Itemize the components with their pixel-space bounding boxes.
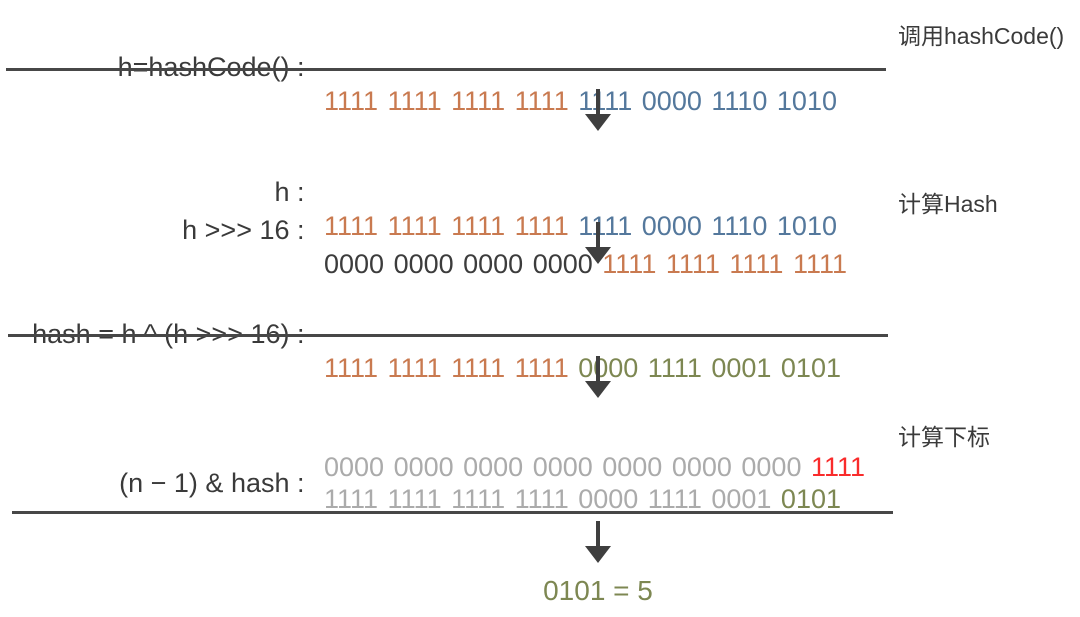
index-expression-label: (n − 1) & hash : [119,468,312,498]
hash-binary-row: 1111 1111 1111 1111 0000 1111 0001 0101 [0,448,1080,514]
down-arrow-icon [585,222,611,264]
xor-binary-value: 1111 1111 1111 1111 0000 1111 0001 0101 [324,353,841,383]
hashcode-row: h=hashCode() : 1111 1111 1111 1111 1111 … [0,16,1080,116]
arrow-head [585,114,611,131]
arrow-head [585,381,611,398]
h-row: h : 1111 1111 1111 1111 1111 0000 1110 1… [0,141,1080,241]
h-shift-expression-label: h >>> 16 : [182,215,312,245]
arrow-stem [596,222,600,247]
divider-line-1 [6,68,886,71]
index-expression-row: (n − 1) & hash : [0,432,1080,498]
arrow-head [585,546,611,563]
hash-binary-value: 1111 1111 1111 1111 0000 1111 0001 0101 [324,484,841,514]
divider-line-3 [12,511,893,514]
down-arrow-icon [585,521,611,563]
n-minus-1-binary-value: 0000 0000 0000 0000 0000 0000 0000 1111 [324,452,866,482]
down-arrow-icon [585,356,611,398]
arrow-stem [596,356,600,381]
h-binary-value: 1111 1111 1111 1111 1111 0000 1110 1010 [324,211,837,241]
h-expression-label: h : [274,177,312,207]
hashcode-binary-value: 1111 1111 1111 1111 1111 0000 1110 1010 [324,86,837,116]
xor-row: hash = h ^ (h >>> 16) : 1111 1111 1111 1… [0,283,1080,383]
n-minus-1-binary-row: 0000 0000 0000 0000 0000 0000 0000 1111 [0,416,1080,482]
h-shift-binary-value: 0000 0000 0000 0000 1111 1111 1111 1111 [324,249,847,279]
divider-line-2 [8,334,888,337]
arrow-stem [596,89,600,114]
annotation-call-hashcode: 调用hashCode() [898,23,1065,49]
annotation-compute-index: 计算下标 [898,424,990,450]
h-shift-row: h >>> 16 : 0000 0000 0000 0000 1111 1111… [0,179,1080,279]
hashcode-expression-label: h=hashCode() : [117,52,312,82]
arrow-stem [596,521,600,546]
arrow-head [585,247,611,264]
down-arrow-icon [585,89,611,131]
annotation-compute-hash: 计算Hash [898,191,998,217]
result-value: 0101 = 5 [543,575,653,606]
